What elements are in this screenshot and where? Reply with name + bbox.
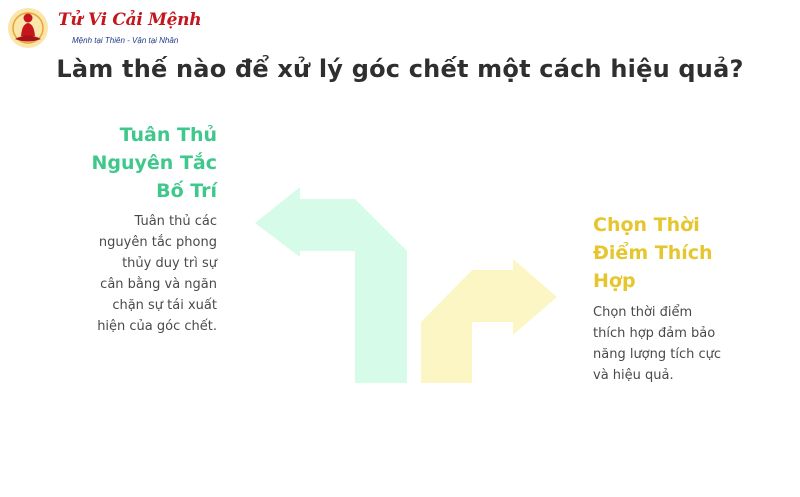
page-title: Làm thế nào để xử lý góc chết một cách h… <box>56 55 744 83</box>
right-heading-line: Hợp <box>593 270 636 292</box>
left-heading-line: Bố Trí <box>156 180 217 202</box>
left-description-line: hiện của góc chết. <box>97 319 217 334</box>
right-heading: Chọn Thời Điểm Thích Hợp <box>593 211 713 295</box>
left-description-line: thủy duy trì sự <box>122 256 217 271</box>
right-turn-arrow <box>421 259 557 383</box>
left-description-line: nguyên tắc phong <box>98 235 217 250</box>
right-description: Chọn thời điểm thích hợp đảm bảo năng lư… <box>593 302 721 386</box>
right-heading-line: Chọn Thời <box>593 214 700 236</box>
left-heading: Tuân Thủ Nguyên Tắc Bố Trí <box>92 121 218 205</box>
brand-name: Tử Vi Cải Mệnh <box>58 10 202 30</box>
meditating-figure-icon <box>8 8 48 48</box>
right-description-line: Chọn thời điểm <box>593 305 693 320</box>
right-description-line: năng lượng tích cực <box>593 347 722 362</box>
brand-logo[interactable]: Tử Vi Cải Mệnh Mệnh tại Thiên - Vận tại … <box>6 6 202 54</box>
right-heading-line: Điểm Thích <box>593 242 713 264</box>
left-turn-arrow <box>255 187 407 383</box>
left-heading-line: Nguyên Tắc <box>91 152 218 174</box>
right-description-line: và hiệu quả. <box>593 368 674 383</box>
right-description-line: thích hợp đảm bảo <box>593 326 716 341</box>
left-description-line: chặn sự tái xuất <box>112 298 217 313</box>
left-heading-line: Tuân Thủ <box>119 124 217 146</box>
brand-tagline: Mệnh tại Thiên - Vận tại Nhân <box>72 36 179 45</box>
left-description-line: cân bằng và ngăn <box>100 277 217 292</box>
left-description-line: Tuân thủ các <box>134 214 217 229</box>
left-description: Tuân thủ các nguyên tắc phong thủy duy t… <box>97 211 217 337</box>
